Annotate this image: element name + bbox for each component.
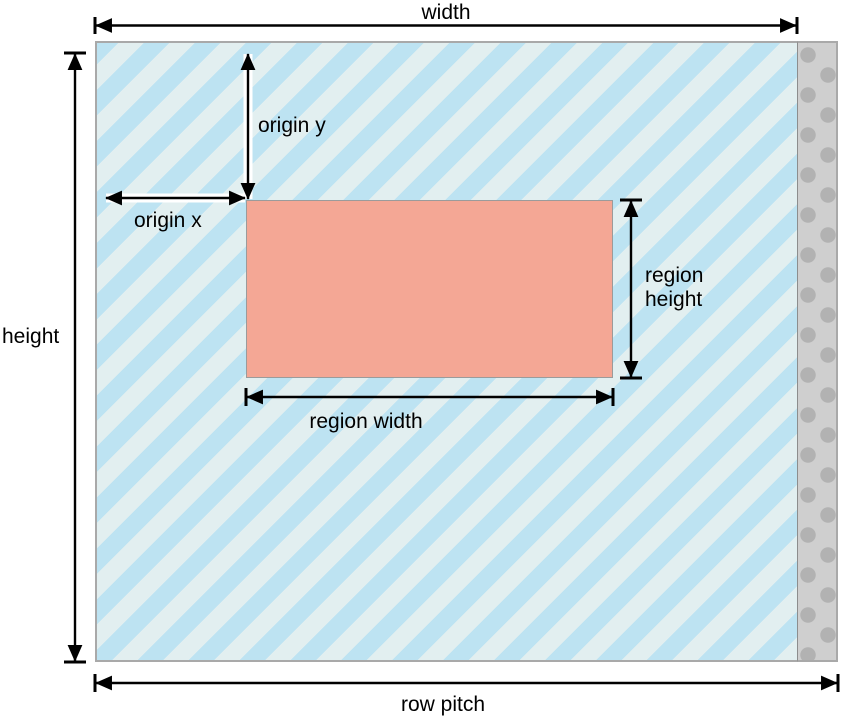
label-height: height [2, 325, 60, 348]
label-width: width [421, 1, 471, 24]
selected-region-rect [246, 200, 613, 378]
label-origin-y: origin y [258, 114, 326, 137]
surface-block [95, 41, 838, 662]
height-dimension-arrow [64, 51, 86, 664]
row-pitch-padding-strip [797, 41, 838, 662]
label-region-width: region width [309, 410, 423, 433]
label-row-pitch: row pitch [400, 693, 486, 716]
label-origin-x: origin x [134, 209, 202, 232]
label-region-height: region height [645, 264, 704, 311]
row-pitch-dimension-arrow [93, 674, 840, 692]
